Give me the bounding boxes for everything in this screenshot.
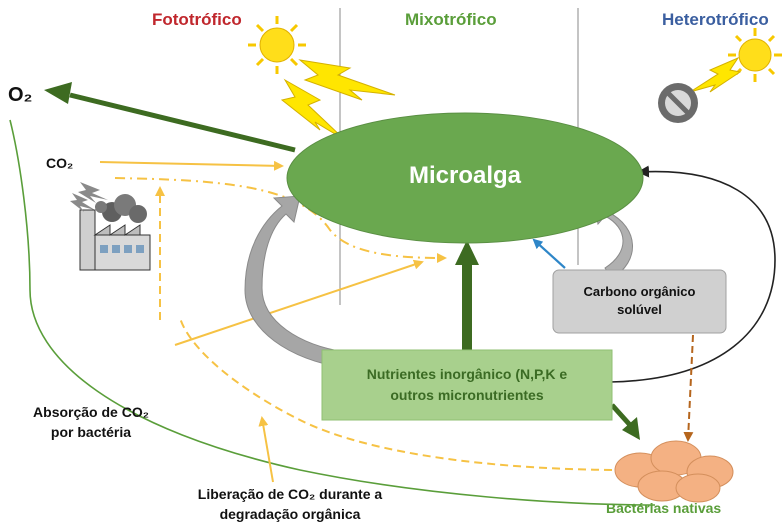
arrow-nutrients-to-bacteria — [610, 403, 640, 440]
carbon-line-1: Carbono orgânico — [583, 284, 696, 299]
bacteria-cluster-icon — [614, 440, 734, 503]
absorption-line-2: por bactéria — [50, 424, 132, 440]
lightning-icon — [298, 59, 396, 101]
arrow-co2-to-microalga — [99, 160, 284, 171]
arrow-black-loop — [609, 165, 776, 383]
no-light-icon — [658, 83, 698, 123]
lightning-icon — [689, 56, 742, 93]
microalga-ellipse — [286, 112, 644, 244]
arrow-carbon-to-bacteria — [683, 334, 694, 442]
sun-icon-phototrophic — [248, 16, 306, 74]
emission-bolt-icon — [70, 193, 95, 212]
arrow-nutrients-to-microalga — [455, 240, 479, 357]
grey-cycle-arrow-left — [244, 195, 346, 369]
emission-bolt-icon — [78, 182, 108, 203]
carbon-box-text: Carbono orgânico solúvel — [553, 283, 726, 319]
release-line-2: degradação orgânica — [219, 506, 361, 522]
arrow-bacteria-release-curve — [179, 317, 626, 471]
arrow-microalga-to-o2 — [44, 82, 296, 153]
factory-icon — [79, 194, 151, 271]
bacteria-absorption-curve — [9, 119, 656, 506]
nutrients-box-text: Nutrientes inorgânico (N,P,K e outros mi… — [322, 364, 612, 406]
absorption-line-1: Absorção de CO₂ — [33, 404, 149, 420]
nutrients-line-2: outros micronutrientes — [390, 387, 544, 403]
arrow-diagonal-to-mixo — [174, 259, 424, 346]
co2-label: CO₂ — [46, 155, 74, 171]
sun-icon-heterotrophic — [728, 28, 782, 82]
nutrients-line-1: Nutrientes inorgânico (N,P,K e — [366, 366, 568, 382]
nutrients-box — [321, 349, 613, 421]
header-mixotrophic: Mixotrófico — [405, 10, 497, 29]
arrow-release-label-pointer — [258, 416, 274, 483]
microalga-label: Microalga — [408, 162, 522, 189]
absorption-label: Absorção de CO₂ por bactéria — [16, 402, 166, 442]
release-line-1: Liberação de CO₂ durante a — [197, 486, 383, 502]
lightning-icon — [280, 78, 346, 141]
header-heterotrophic: Heterotrófico — [662, 10, 769, 29]
native-bacteria-label: Bactérias nativas — [606, 500, 722, 516]
o2-label: O₂ — [8, 84, 33, 106]
header-phototrophic: Fototrófico — [152, 10, 242, 29]
carbon-line-2: solúvel — [617, 302, 662, 317]
release-label: Liberação de CO₂ durante a degradação or… — [180, 484, 400, 524]
arrow-carbon-to-microalga — [532, 238, 566, 269]
carbon-box — [552, 269, 727, 334]
